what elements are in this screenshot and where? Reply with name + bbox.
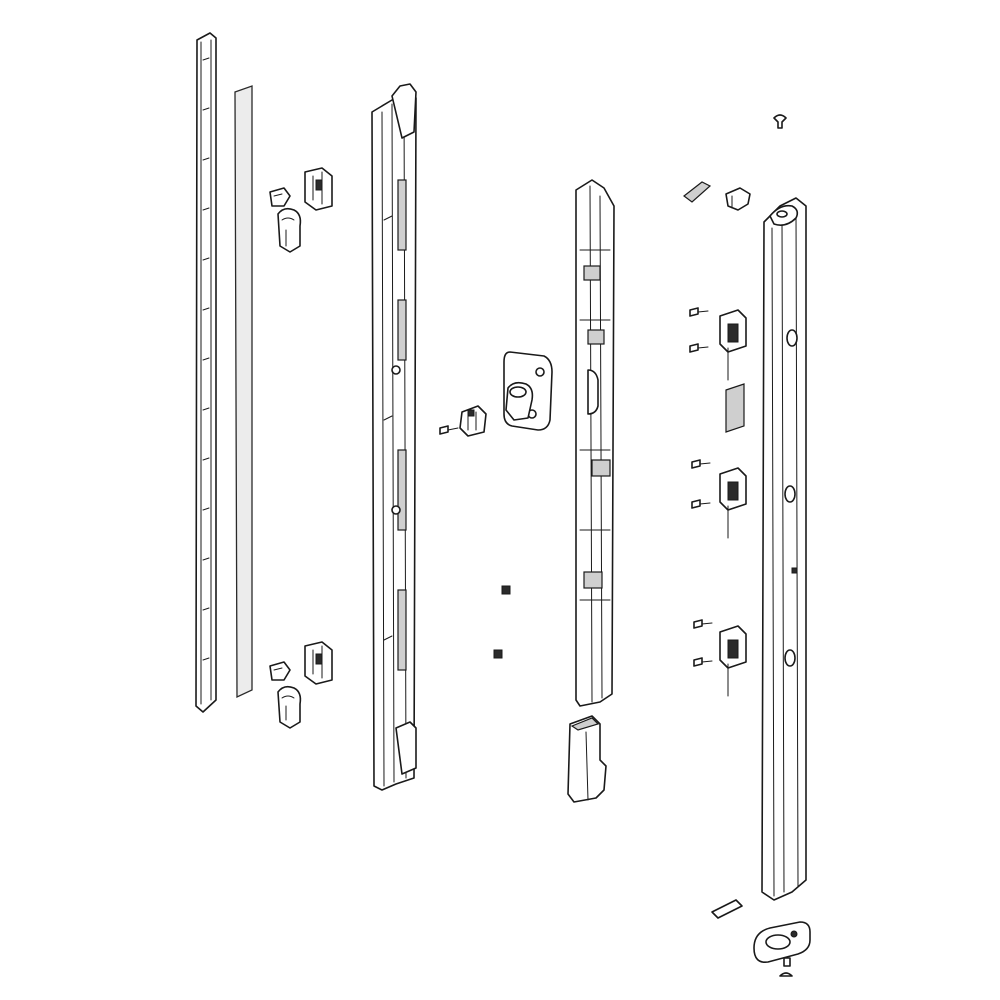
magnet-holder-icon	[719, 309, 747, 697]
screw-icon	[779, 957, 793, 977]
handle-bar-icon	[761, 197, 807, 901]
screw-icon	[773, 114, 787, 129]
end-cap-icon	[567, 715, 607, 803]
screw-icon	[689, 307, 713, 667]
mount-plate-icon	[503, 351, 553, 431]
hinge-bracket-icon	[269, 167, 333, 253]
magnet-pad-icon	[725, 383, 745, 433]
screw-icon	[439, 425, 459, 435]
nut-icon	[493, 585, 511, 659]
frame-rail-icon	[371, 83, 417, 791]
channel-cover-icon	[575, 179, 615, 707]
clip-icon	[683, 181, 751, 211]
clip-icon	[459, 405, 487, 437]
hinge-bracket-icon	[269, 641, 333, 729]
glass-strip-icon	[234, 85, 253, 699]
end-cap-icon	[711, 899, 811, 964]
long-trim-strip-icon	[195, 32, 217, 713]
